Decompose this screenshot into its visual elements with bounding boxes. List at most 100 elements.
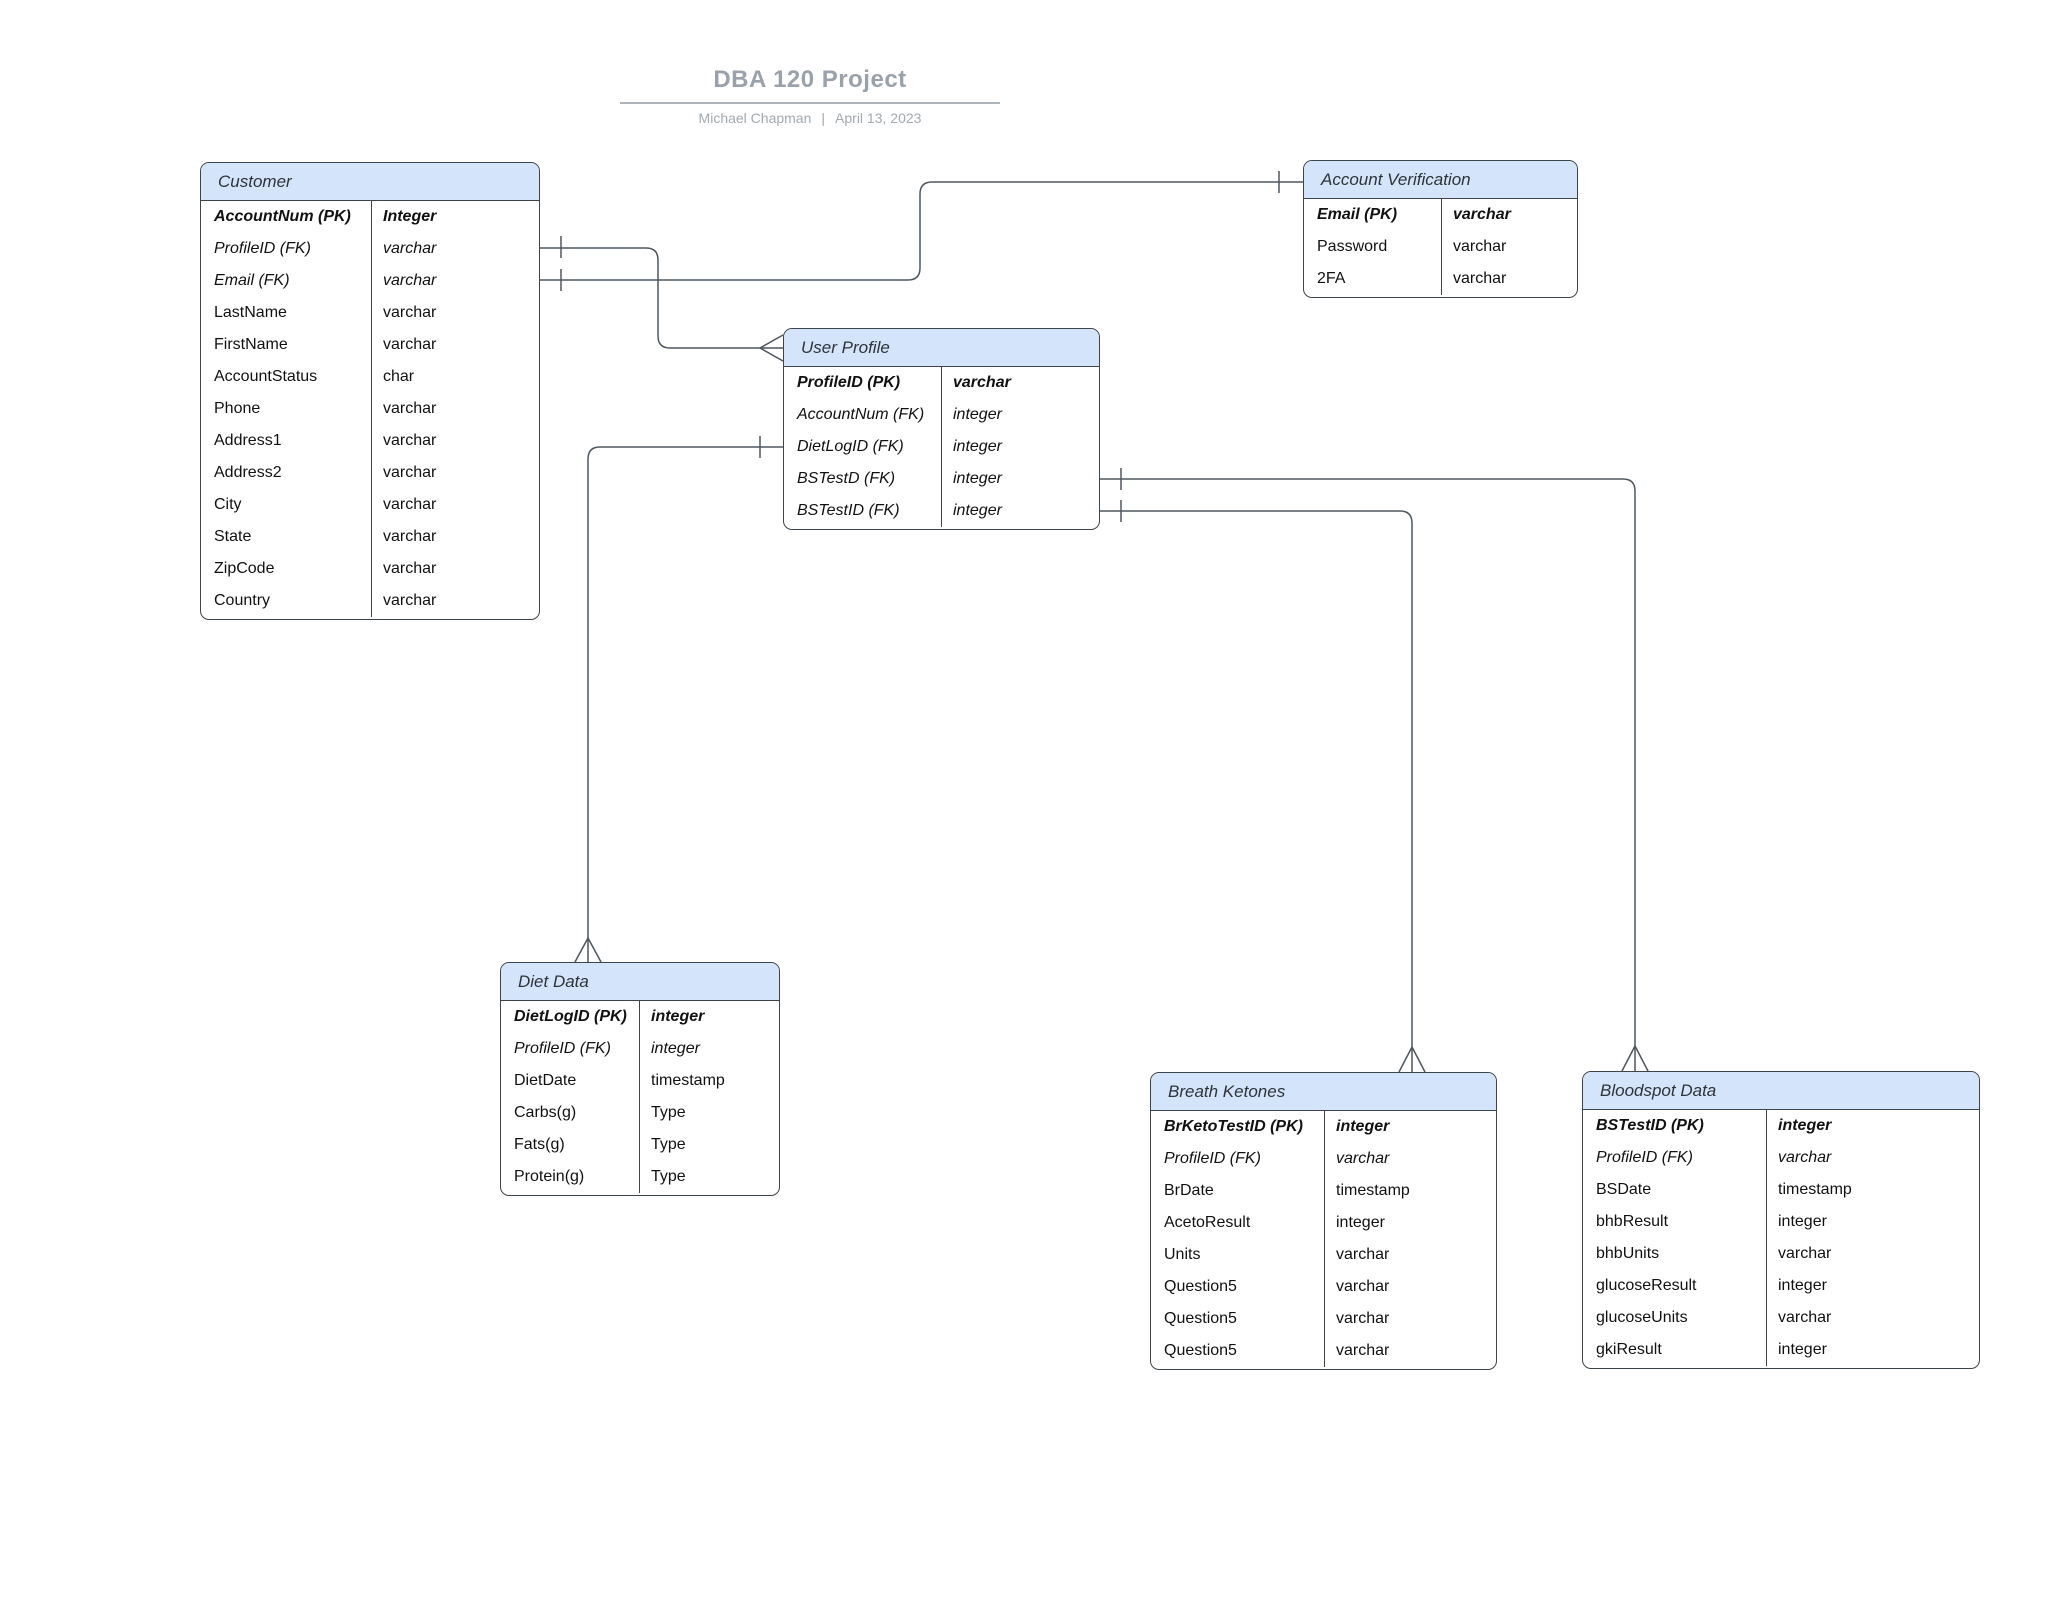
attribute-type: timestamp [1778,1181,1852,1198]
attribute-name: ProfileID (PK) [797,374,901,391]
relationship-connector[interactable] [574,436,783,963]
attribute-name: BSTestID (PK) [1596,1117,1704,1134]
attribute-row[interactable]: ProfileID (FK)varchar [1583,1142,1979,1174]
attribute-type: Type [651,1104,686,1121]
attribute-row[interactable]: ProfileID (FK)varchar [1151,1143,1496,1175]
column-divider [1441,199,1442,295]
attribute-type: integer [651,1040,700,1057]
attribute-type: varchar [383,464,437,481]
attribute-name: 2FA [1317,270,1346,287]
attribute-type: varchar [383,336,437,353]
relationship-connector[interactable] [540,171,1303,291]
connector-line[interactable] [540,247,760,349]
connector-line[interactable] [540,181,1303,281]
relationship-connector[interactable] [1100,468,1649,1072]
entity-title-diet_data[interactable]: Diet Data [501,963,779,1001]
attribute-row[interactable]: Fats(g)Type [501,1129,779,1161]
attribute-name: Carbs(g) [514,1104,577,1121]
attribute-type: Type [651,1136,686,1153]
attribute-name: Protein(g) [514,1168,585,1185]
attribute-row[interactable]: ProfileID (PK)varchar [784,367,1099,399]
attribute-row[interactable]: BSTestID (PK) integer [1583,1110,1979,1142]
connector-line[interactable] [1100,478,1636,1046]
attribute-name: LastName [214,304,287,321]
attribute-row[interactable]: Email (FK)varchar [201,265,539,297]
attribute-type: timestamp [651,1072,725,1089]
cardinality-many-crowfoot [1621,1045,1636,1072]
entity-title-breath_ketones[interactable]: Breath Ketones [1151,1073,1496,1111]
entity-title-customer[interactable]: Customer [201,163,539,201]
relationship-connector[interactable] [540,236,784,362]
attribute-row[interactable]: DietLogID (FK)integer [784,431,1099,463]
entity-title-bloodspot_data[interactable]: Bloodspot Data [1583,1072,1979,1110]
attribute-row[interactable]: ProfileID (FK)integer [501,1033,779,1065]
relationship-connector[interactable] [1100,500,1426,1073]
entity-title-account_verification[interactable]: Account Verification [1304,161,1577,199]
page-title: DBA 120 Project [713,66,907,93]
attribute-name: BSDate [1596,1181,1652,1198]
attribute-row[interactable]: BrKetoTestID (PK)integer [1151,1111,1496,1143]
entity-title-user_profile[interactable]: User Profile [784,329,1099,367]
attribute-name: ProfileID (FK) [1164,1150,1261,1167]
attribute-row[interactable]: AccountNum (FK)integer [784,399,1099,431]
attribute-type: integer [1778,1117,1832,1134]
attribute-row[interactable]: BSTestID (FK)integer [784,495,1099,527]
attribute-row[interactable]: Protein(g) Type [501,1161,779,1193]
connector-line[interactable] [1100,510,1413,1047]
attribute-row[interactable]: BSDate timestamp [1583,1174,1979,1206]
column-divider [1766,1110,1767,1366]
attribute-row[interactable]: AccountNum (PK)Integer [201,201,539,233]
attribute-row[interactable]: DietLogID (PK)integer [501,1001,779,1033]
attribute-type: integer [1778,1277,1827,1294]
attribute-row[interactable]: ProfileID (FK)varchar [201,233,539,265]
attribute-type: Type [651,1168,686,1185]
attribute-row[interactable]: Email (PK)varchar [1304,199,1577,231]
attribute-type: integer [953,502,1002,519]
attribute-type: Integer [383,208,437,225]
connector-line[interactable] [587,446,783,938]
attribute-row[interactable]: BSTestD (FK)integer [784,463,1099,495]
attribute-type: varchar [383,560,437,577]
column-divider [639,1001,640,1193]
page-subtitle: Michael Chapman|April 13, 2023 [620,110,1000,126]
attribute-name: bhbResult [1596,1213,1669,1230]
attribute-row[interactable]: Carbs(g) Type [501,1097,779,1129]
attribute-type: integer [953,438,1002,455]
attribute-name: BSTestD (FK) [797,470,896,487]
